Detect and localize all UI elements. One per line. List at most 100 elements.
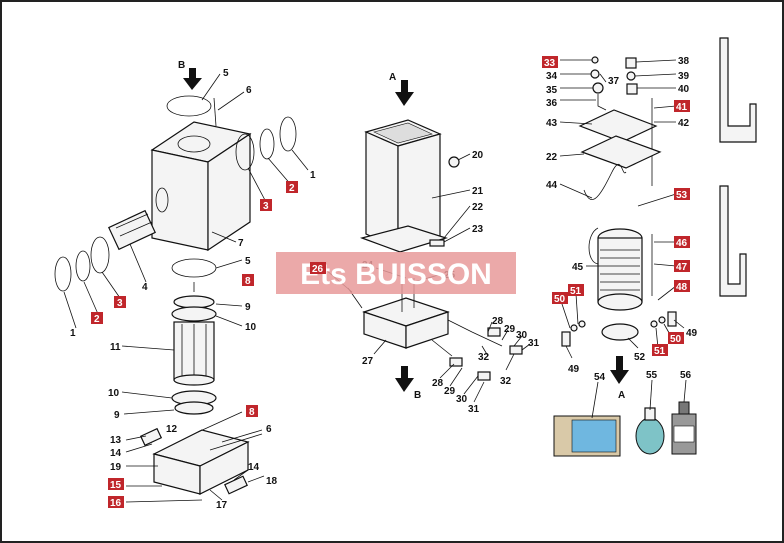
svg-text:50: 50: [554, 294, 566, 305]
svg-text:41: 41: [676, 102, 688, 113]
label-55: 55: [646, 370, 658, 381]
oil-bottle-56: [671, 401, 697, 455]
label-6: 6: [266, 424, 272, 435]
label-10: 10: [108, 388, 120, 399]
label-43: 43: [546, 118, 558, 129]
o-ring-5-lower: [171, 258, 217, 278]
base-27: [362, 278, 450, 349]
cover-plate-43: [578, 109, 658, 143]
label-4: 4: [142, 282, 148, 293]
label-32: 32: [478, 352, 490, 363]
arrow-a-bottom-label: A: [618, 390, 625, 401]
bearing-3-right: [235, 133, 255, 171]
compound-jar-55: [635, 407, 665, 455]
label-22: 22: [472, 202, 484, 213]
seal-2-right: [259, 128, 275, 160]
bracket-bottom-right: [719, 185, 747, 297]
gasket-22: [359, 225, 449, 253]
svg-text:50: 50: [670, 334, 682, 345]
label-28: 28: [432, 378, 444, 389]
heater-45: [588, 227, 643, 311]
arrow-b-bottom-label: B: [414, 390, 421, 401]
label-42: 42: [678, 118, 690, 129]
svg-text:48: 48: [676, 282, 688, 293]
insulation-pad-54: [553, 415, 621, 457]
svg-text:33: 33: [544, 58, 556, 69]
label-20: 20: [472, 150, 484, 161]
label-30: 30: [516, 330, 528, 341]
label-17: 17: [216, 500, 228, 511]
label-39: 39: [678, 71, 690, 82]
watermark-text: Ets BUISSON: [300, 258, 492, 291]
label-7: 7: [238, 238, 244, 249]
pump-block-7: [150, 121, 252, 252]
label-36: 36: [546, 98, 558, 109]
label-13: 13: [110, 435, 122, 446]
ring-1-left: [54, 256, 72, 292]
ring-1-right: [279, 116, 297, 152]
label-19: 19: [110, 462, 122, 473]
arrow-b-top-label: B: [178, 60, 185, 71]
svg-text:51: 51: [570, 286, 582, 297]
fittings-33-40: [590, 56, 638, 111]
element-52: [601, 323, 639, 341]
filter-cap-top: [171, 295, 217, 322]
tag-2: 2: [91, 312, 103, 325]
svg-text:3: 3: [263, 201, 269, 212]
tag-3: 3: [260, 199, 272, 212]
label-22: 22: [546, 152, 558, 163]
fitting-13: [139, 427, 163, 447]
svg-text:3: 3: [117, 298, 123, 309]
tag-15: 15: [108, 478, 124, 491]
svg-text:26: 26: [312, 264, 324, 275]
label-40: 40: [678, 84, 690, 95]
label-11: 11: [110, 342, 121, 353]
label-54: 54: [594, 372, 606, 383]
svg-text:16: 16: [110, 498, 122, 509]
label-1: 1: [310, 170, 316, 181]
part-23: [429, 239, 445, 247]
cap-20: [448, 156, 460, 168]
label-34: 34: [546, 71, 558, 82]
label-56: 56: [680, 370, 692, 381]
label-31: 31: [468, 404, 480, 415]
tag-26: 26: [310, 262, 326, 275]
label-23: 23: [472, 224, 484, 235]
tag-3: 3: [114, 296, 126, 309]
label-5: 5: [245, 256, 251, 267]
label-29: 29: [504, 324, 516, 335]
arrow-b-top: B: [178, 60, 202, 90]
leader-lines-right: [559, 59, 687, 419]
tag-50: 50: [552, 292, 568, 305]
base-plate-19: [152, 429, 250, 495]
label-5: 5: [223, 68, 229, 79]
label-6: 6: [246, 85, 252, 96]
leader-lines-left: [63, 73, 309, 503]
svg-text:53: 53: [676, 190, 688, 201]
gasket-22-right: [580, 135, 662, 169]
filter-cartridge-11: [173, 321, 215, 386]
arrow-b-bottom: B: [395, 366, 421, 401]
tag-46: 46: [674, 236, 690, 249]
watermark: Ets BUISSON: [276, 252, 516, 294]
svg-text:51: 51: [654, 346, 666, 357]
svg-text:2: 2: [94, 314, 100, 325]
tag-51: 51: [652, 344, 668, 357]
label-38: 38: [678, 56, 690, 67]
tag-50: 50: [668, 332, 684, 345]
label-14: 14: [248, 462, 260, 473]
svg-text:15: 15: [110, 480, 122, 491]
arrow-a-top: A: [389, 72, 414, 106]
svg-text:8: 8: [249, 407, 255, 418]
tag-48: 48: [674, 280, 690, 293]
label-44: 44: [546, 180, 558, 191]
tag-41: 41: [674, 100, 690, 113]
svg-text:47: 47: [676, 262, 688, 273]
tank-21: [364, 119, 442, 249]
label-32: 32: [500, 376, 512, 387]
arrow-a-bottom: A: [610, 356, 629, 401]
svg-text:8: 8: [245, 276, 251, 287]
screws-49-51: [561, 311, 677, 347]
